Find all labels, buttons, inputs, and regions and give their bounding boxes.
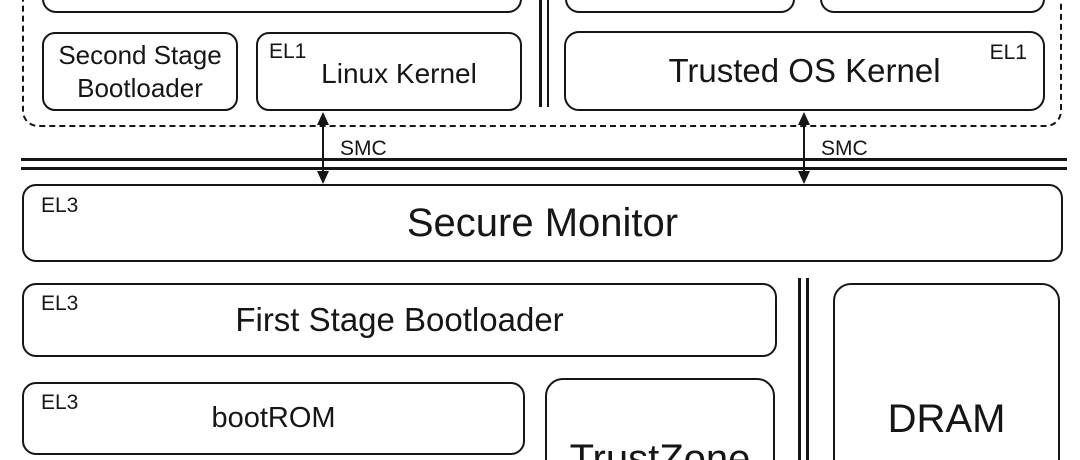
second-stage-bootloader-label: Second Stage Bootloader — [58, 39, 221, 105]
trustzone-label: TrustZone — [569, 437, 751, 460]
smc-label-left: SMC — [340, 137, 387, 160]
second-stage-bootloader-box: Second Stage Bootloader — [42, 32, 238, 111]
arrow-down-head-icon — [798, 171, 810, 184]
first-stage-bootloader-box: EL3 First Stage Bootloader — [22, 283, 777, 357]
arrow-up-head-icon — [798, 112, 810, 125]
secure-monitor-box: EL3 Secure Monitor — [22, 184, 1063, 262]
second-stage-bootloader-label-line1: Second Stage — [58, 39, 222, 70]
linux-kernel-label: Linux Kernel — [321, 57, 477, 89]
dram-label: DRAM — [887, 397, 1006, 441]
dram-box: DRAM — [833, 283, 1060, 460]
arrow-up-head-icon — [317, 112, 329, 125]
bootrom-el3-badge: EL3 — [41, 391, 79, 414]
trusted-os-kernel-box: EL1 Trusted OS Kernel — [564, 31, 1045, 111]
bootrom-label: bootROM — [211, 402, 336, 434]
smc-label-right: SMC — [821, 137, 868, 160]
second-stage-bootloader-label-line2: Bootloader — [77, 72, 203, 103]
linux-kernel-box: EL1 Linux Kernel — [256, 32, 522, 111]
world-divider-line-2 — [546, 0, 549, 107]
trusted-os-kernel-label: Trusted OS Kernel — [668, 52, 941, 89]
trustzone-box: TrustZone — [545, 378, 775, 460]
dram-divider-line-1 — [798, 278, 801, 460]
world-divider-line-1 — [539, 0, 542, 107]
arrow-shaft — [321, 121, 325, 175]
secure-world-clipped-box-2 — [820, 0, 1045, 13]
dram-divider-line-2 — [806, 278, 809, 460]
secure-world-clipped-box-1 — [565, 0, 795, 13]
bootrom-box: EL3 bootROM — [22, 382, 525, 455]
first-stage-bootloader-label: First Stage Bootloader — [235, 301, 564, 338]
first-stage-bootloader-el3-badge: EL3 — [41, 292, 79, 315]
linux-kernel-el1-badge: EL1 — [269, 40, 307, 63]
smc-arrow-right — [798, 112, 810, 184]
secure-monitor-el3-badge: EL3 — [41, 194, 79, 217]
arrow-down-head-icon — [317, 171, 329, 184]
secure-monitor-label: Secure Monitor — [406, 200, 679, 245]
smc-arrow-left — [317, 112, 329, 184]
trusted-os-kernel-el1-badge: EL1 — [989, 41, 1027, 64]
separator-line-upper — [21, 158, 1067, 161]
normal-world-clipped-box — [42, 0, 522, 13]
separator-line-lower — [21, 167, 1067, 170]
arrow-shaft — [802, 121, 806, 175]
